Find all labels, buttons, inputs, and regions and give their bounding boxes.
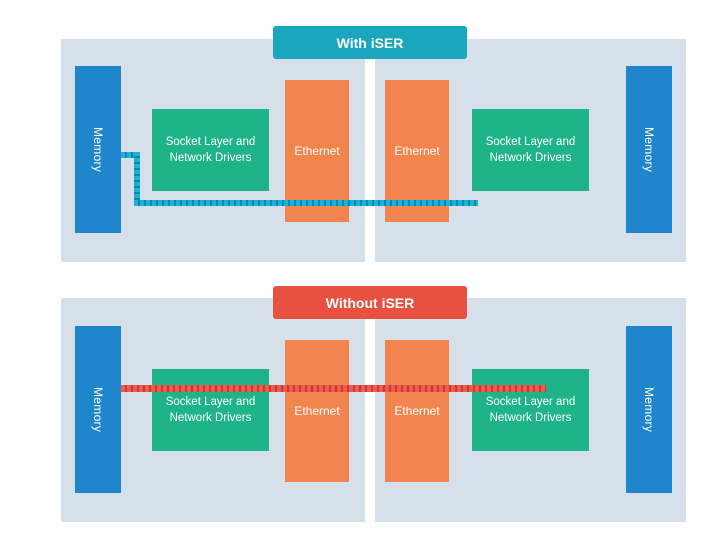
top-iser-path-stub <box>121 152 138 158</box>
top-right-socket-layer: Socket Layer and Network Drivers <box>472 109 589 191</box>
bottom-left-memory: Memory <box>75 326 121 493</box>
top-left-memory: Memory <box>75 66 121 233</box>
bottom-left-socket-layer: Socket Layer and Network Drivers <box>152 369 269 451</box>
top-right-memory: Memory <box>626 66 672 233</box>
bottom-right-ethernet: Ethernet <box>385 340 449 482</box>
top-iser-path-horizontal <box>134 200 478 206</box>
bottom-right-socket-layer: Socket Layer and Network Drivers <box>472 369 589 451</box>
bottom-right-memory: Memory <box>626 326 672 493</box>
top-left-socket-layer: Socket Layer and Network Drivers <box>152 109 269 191</box>
bottom-tcp-path <box>121 385 546 392</box>
top-iser-path-vertical <box>134 152 140 206</box>
top-right-ethernet: Ethernet <box>385 80 449 222</box>
top-badge: With iSER <box>273 26 467 59</box>
bottom-badge: Without iSER <box>273 286 467 319</box>
bottom-left-ethernet: Ethernet <box>285 340 349 482</box>
top-left-ethernet: Ethernet <box>285 80 349 222</box>
